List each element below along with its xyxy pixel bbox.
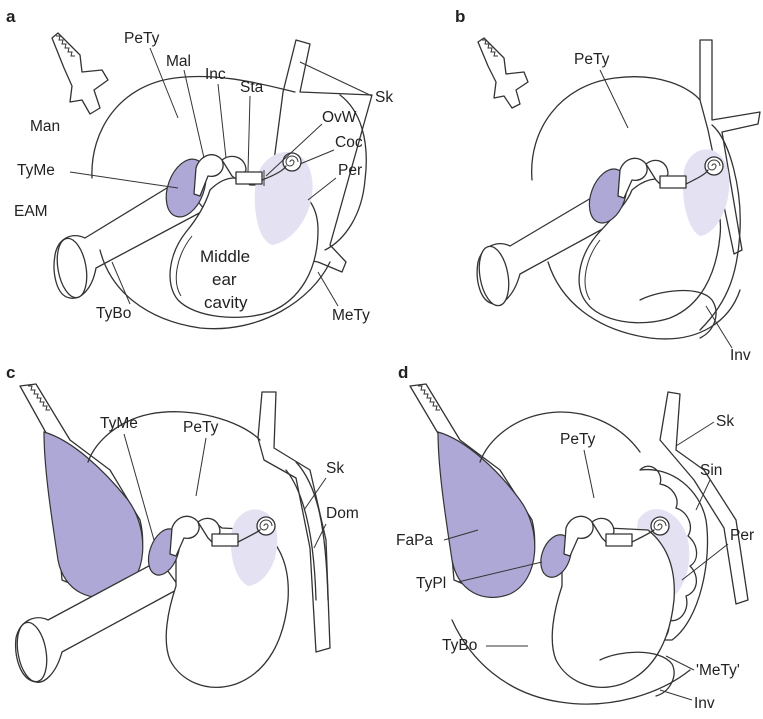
- label-mety: MeTy: [332, 307, 370, 324]
- label-fapa: FaPa: [396, 532, 433, 549]
- mandible-shape: [52, 33, 108, 114]
- leader-pety: [196, 438, 206, 496]
- label-tyme: TyMe: [17, 162, 55, 179]
- label-sk: Sk: [716, 413, 734, 430]
- cochlea: [705, 157, 723, 175]
- stapes: [606, 534, 632, 546]
- panel-d: d PeTy Sk Sin FaPa Per TyPl TyBo: [396, 363, 754, 712]
- label-mety: 'MeTy': [696, 662, 740, 679]
- label-sk: Sk: [326, 460, 344, 477]
- cochlea: [283, 153, 301, 171]
- label-ovw: OvW: [322, 109, 357, 126]
- label-tyme: TyMe: [100, 415, 138, 432]
- label-inv: Inv: [694, 695, 715, 712]
- label-inc: Inc: [205, 66, 226, 83]
- leader-mety: [666, 656, 694, 670]
- label-sta: Sta: [240, 79, 264, 96]
- leader-inv: [660, 690, 692, 700]
- leader-tybo: [112, 262, 130, 304]
- label-pety: PeTy: [183, 419, 219, 436]
- label-man: Man: [30, 118, 60, 135]
- cochlea: [257, 517, 275, 535]
- cochlea: [651, 517, 669, 535]
- leader-inc: [218, 84, 226, 158]
- leader-sk: [676, 422, 714, 446]
- leader-sta: [248, 96, 250, 172]
- label-pety: PeTy: [574, 51, 610, 68]
- label-tybo: TyBo: [442, 637, 477, 654]
- fat-pad: [438, 432, 535, 597]
- label-per: Per: [730, 527, 754, 544]
- label-sk: Sk: [375, 89, 393, 106]
- stapes: [212, 534, 238, 546]
- panel-c: c TyMe PeTy Sk Dom: [6, 363, 359, 687]
- panel-letter: d: [398, 363, 408, 382]
- label-inv: Inv: [730, 347, 751, 364]
- leader-mal: [184, 70, 204, 158]
- leader-mety: [318, 272, 338, 306]
- panel-letter: c: [6, 363, 15, 382]
- label-mal: Mal: [166, 53, 191, 70]
- stapes: [660, 176, 686, 188]
- label-pety: PeTy: [124, 30, 160, 47]
- label-pety: PeTy: [560, 431, 596, 448]
- leader-pety: [584, 450, 594, 498]
- label-dom: Dom: [326, 505, 359, 522]
- label-tybo: TyBo: [96, 305, 131, 322]
- stapes: [236, 172, 262, 184]
- label-per: Per: [338, 162, 362, 179]
- panel-b: b PeTy Inv: [455, 7, 760, 364]
- mandible-shape: [478, 38, 528, 108]
- leader-tyme: [70, 172, 178, 188]
- label-middle-ear-1: Middle: [200, 247, 250, 266]
- leader-sk: [300, 62, 372, 96]
- label-typl: TyPl: [416, 575, 446, 592]
- panel-letter: b: [455, 7, 465, 26]
- label-coc: Coc: [335, 134, 363, 151]
- label-eam: EAM: [14, 203, 48, 220]
- panel-letter: a: [6, 7, 16, 26]
- label-middle-ear-3: cavity: [204, 293, 248, 312]
- label-sin: Sin: [700, 462, 722, 479]
- panel-a: a Man PeTy Mal: [6, 7, 393, 329]
- label-middle-ear-2: ear: [212, 270, 237, 289]
